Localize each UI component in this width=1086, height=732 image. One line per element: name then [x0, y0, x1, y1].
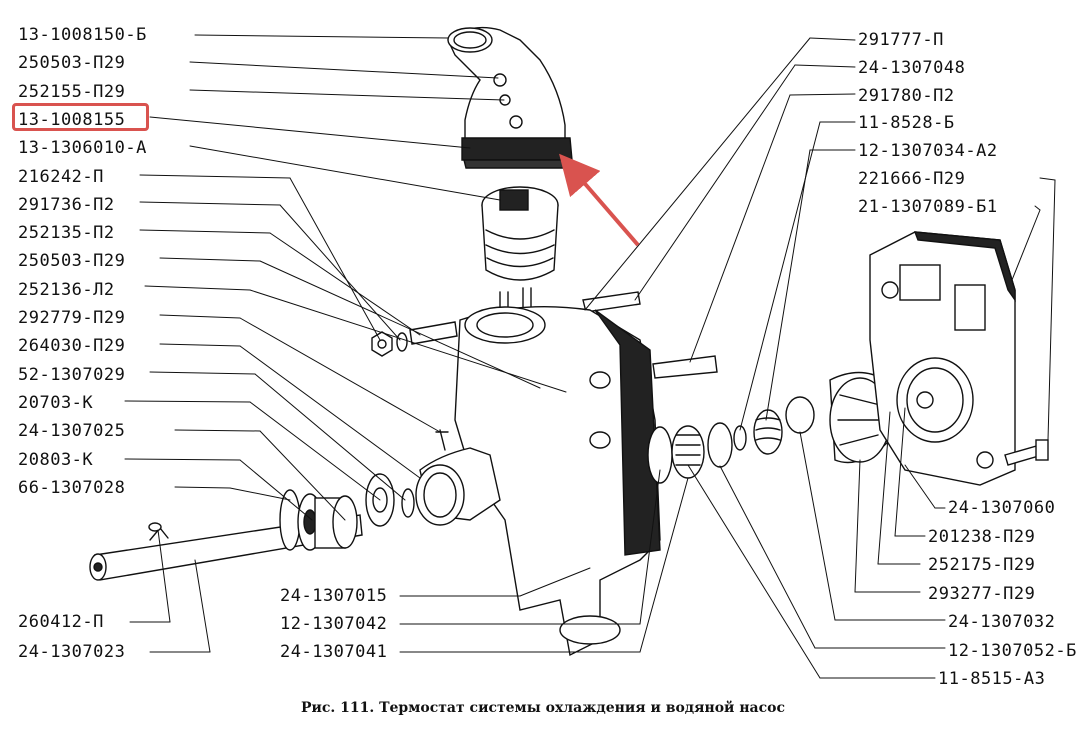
thermostat-gasket	[463, 159, 571, 169]
highlight-box	[12, 103, 149, 131]
part-number-label: 293277-П29	[928, 583, 1036, 604]
pump-body	[415, 305, 661, 657]
part-number-label: 216242-П	[18, 166, 104, 187]
part-number-label: 20703-К	[18, 392, 94, 413]
part-number-label: 24-1307023	[18, 642, 126, 662]
part-number-label: 13-1008155	[18, 109, 126, 130]
bearings	[279, 473, 415, 551]
part-number-label: 21-1307089-Б1	[858, 196, 998, 217]
part-number-label: 52-1307029	[18, 364, 126, 385]
part-number-label: 250503-П29	[18, 53, 126, 74]
impeller	[829, 371, 910, 464]
part-number-label: 260412-П	[18, 612, 104, 632]
part-number-label: 201238-П29	[928, 526, 1036, 547]
part-number-label: 24-1307048	[858, 57, 966, 78]
part-number-label: 252155-П29	[18, 81, 126, 102]
part-number-label: 291777-П	[858, 30, 944, 50]
part-number-label: 291736-П2	[18, 194, 115, 215]
part-number-label: 24-1307032	[948, 612, 1056, 632]
part-number-label: 24-1307041	[280, 642, 388, 662]
part-number-label: 252175-П29	[928, 555, 1036, 575]
leader-lines	[124, 34, 1056, 679]
part-number-label: 291780-П2	[858, 85, 955, 106]
part-number-label: 66-1307028	[18, 477, 126, 498]
part-number-label: 12-1307034-А2	[858, 141, 998, 162]
pump-cover	[869, 231, 1049, 486]
part-number-label: 12-1307042	[280, 614, 388, 634]
thermostat-housing	[447, 26, 573, 161]
part-number-label: 20803-К	[18, 449, 94, 470]
part-number-label: 221666-П29	[858, 169, 966, 189]
part-number-label: 13-1306010-А	[18, 138, 147, 159]
thermostat	[481, 186, 559, 281]
part-number-label: 250503-П29	[18, 251, 126, 272]
part-number-label: 11-8515-А3	[938, 669, 1046, 689]
figure-caption: Рис. 111. Термостат системы охлаждения и…	[300, 700, 786, 716]
part-number-label: 13-1008150-Б	[18, 25, 147, 45]
part-number-label: 264030-П29	[18, 336, 126, 357]
part-number-label: 292779-П29	[18, 308, 126, 328]
part-number-label: 24-1307015	[280, 586, 388, 606]
part-number-label: 11-8528-Б	[858, 113, 955, 134]
part-number-label: 24-1307060	[948, 498, 1056, 518]
seal-parts	[647, 396, 815, 484]
part-number-label: 12-1307052-Б	[948, 640, 1077, 661]
part-number-label: 252136-Л2	[18, 279, 115, 300]
highlight-arrow	[559, 153, 640, 247]
part-number-label: 24-1307025	[18, 421, 126, 442]
part-number-label: 252135-П2	[18, 223, 115, 244]
